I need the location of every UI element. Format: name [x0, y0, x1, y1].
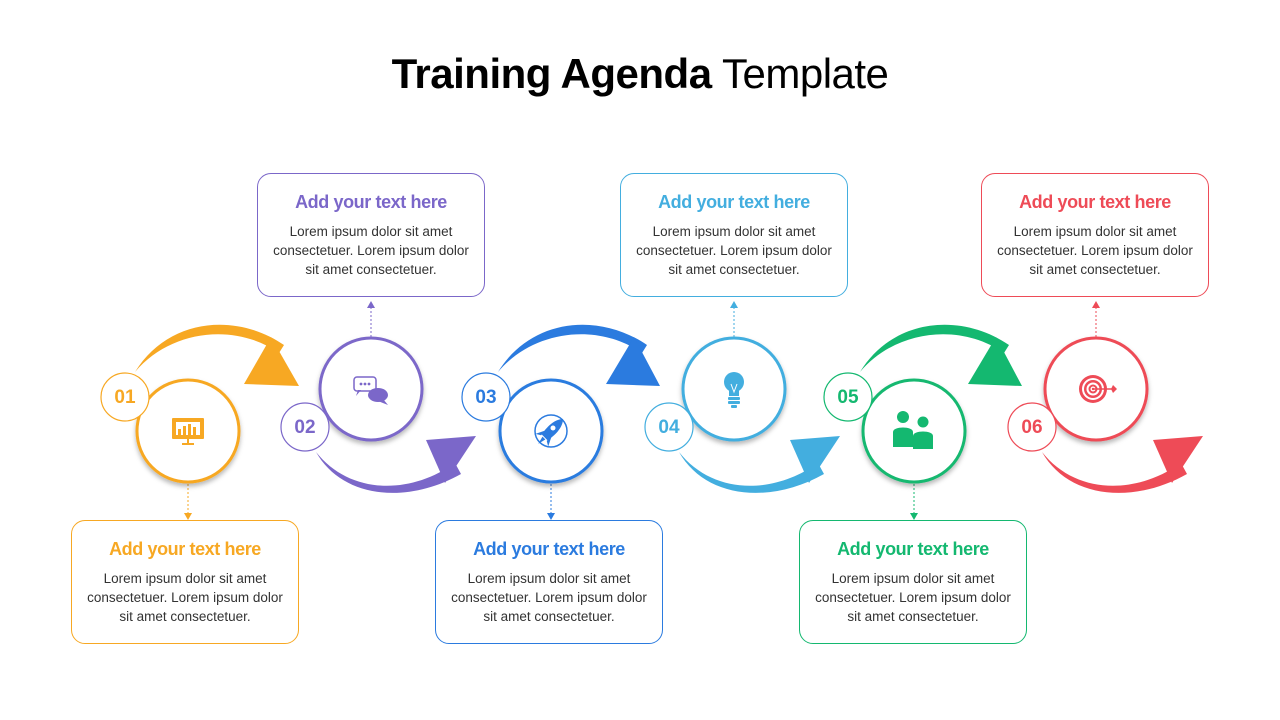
arrow-5-head: [968, 337, 1022, 386]
step-6-number: 06: [1021, 417, 1042, 438]
step-5-number: 05: [837, 387, 859, 408]
step-4-card: Add your text here Lorem ipsum dolor sit…: [620, 173, 848, 297]
arrow-1-top: [135, 324, 299, 386]
step-1-card: Add your text here Lorem ipsum dolor sit…: [71, 520, 299, 644]
arrow-2-shaft: [316, 452, 461, 493]
arrow-4-bottom: [679, 436, 840, 493]
step-2-card-body: Lorem ipsum dolor sit amet consectetuer.…: [273, 224, 469, 277]
connector-1: [184, 484, 192, 520]
rocket-icon: [534, 414, 568, 448]
step-2-card: Add your text here Lorem ipsum dolor sit…: [257, 173, 485, 297]
arrow-1-head: [244, 337, 299, 386]
arrow-1-shaft: [135, 324, 284, 372]
step-2-icon-circle: [318, 336, 424, 442]
chat-bubbles-icon: [353, 376, 388, 405]
step-5-number-circle: 05: [823, 372, 873, 422]
step-5-card-title: Add your text here: [837, 539, 989, 559]
step-2-number-circle: 02: [280, 402, 330, 452]
step-4-number-circle: 04: [644, 402, 694, 452]
step-6-icon-circle: [1043, 336, 1149, 442]
step-1-number: 01: [114, 387, 136, 408]
arrow-3-shaft: [498, 324, 647, 372]
page-title-light: Template: [721, 50, 889, 97]
step-4-icon-circle: [681, 336, 787, 442]
step-2-number: 02: [294, 417, 315, 438]
presentation-board-icon: [172, 418, 204, 445]
step-4-card-title: Add your text here: [658, 192, 810, 212]
step-3-number-circle: 03: [461, 372, 511, 422]
connector-2: [367, 301, 375, 337]
step-3-number: 03: [475, 387, 496, 408]
step-1-card-body: Lorem ipsum dolor sit amet consectetuer.…: [87, 571, 283, 624]
arrow-4-shaft: [679, 452, 824, 493]
arrow-6-bottom: [1042, 436, 1203, 493]
step-4-number: 04: [658, 417, 680, 438]
step-3-card-body: Lorem ipsum dolor sit amet consectetuer.…: [451, 571, 647, 624]
arrow-2-bottom: [316, 436, 476, 493]
lightbulb-icon: [724, 372, 744, 408]
step-1-icon-circle: [135, 378, 241, 484]
step-5-icon-circle: [861, 378, 967, 484]
connector-3: [547, 484, 555, 520]
arrow-3-head: [606, 337, 660, 386]
arrow-5-shaft: [860, 324, 1009, 372]
arrow-4-head: [790, 436, 840, 483]
arrow-5-top: [860, 324, 1022, 386]
step-1-card-title: Add your text here: [109, 539, 261, 559]
step-6-number-circle: 06: [1007, 402, 1057, 452]
connector-4: [730, 301, 738, 337]
step-5-card: Add your text here Lorem ipsum dolor sit…: [799, 520, 1027, 644]
step-3-icon-circle: [498, 378, 604, 484]
arrow-6-head: [1153, 436, 1203, 483]
arrow-6-shaft: [1042, 452, 1187, 493]
step-3-card-title: Add your text here: [473, 539, 625, 559]
step-1-number-circle: 01: [100, 372, 150, 422]
target-icon: [1079, 375, 1117, 403]
arrow-3-top: [498, 324, 660, 386]
step-3-card: Add your text here Lorem ipsum dolor sit…: [435, 520, 663, 644]
step-5-card-body: Lorem ipsum dolor sit amet consectetuer.…: [815, 571, 1011, 624]
step-6-card: Add your text here Lorem ipsum dolor sit…: [981, 173, 1209, 297]
people-icon: [893, 411, 933, 449]
arrow-2-head: [426, 436, 476, 483]
step-6-card-body: Lorem ipsum dolor sit amet consectetuer.…: [997, 224, 1193, 277]
connector-6: [1092, 301, 1100, 337]
connector-5: [910, 484, 918, 520]
step-6-card-title: Add your text here: [1019, 192, 1171, 212]
step-2-card-title: Add your text here: [295, 192, 447, 212]
step-4-card-body: Lorem ipsum dolor sit amet consectetuer.…: [636, 224, 832, 277]
page-title: Training Agenda Template: [0, 50, 1280, 98]
page-title-bold: Training Agenda: [391, 50, 712, 97]
